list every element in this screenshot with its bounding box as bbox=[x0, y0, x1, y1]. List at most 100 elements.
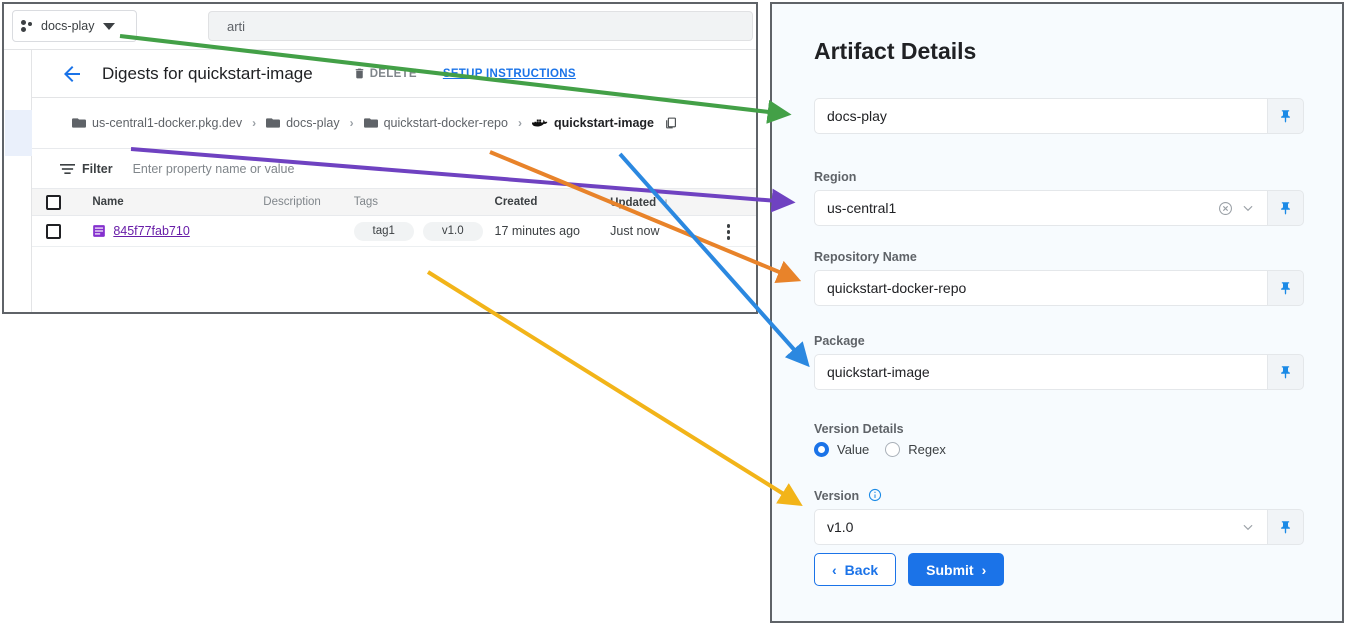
delete-button-label: DELETE bbox=[369, 67, 417, 80]
digests-table: Name Description Tags Created Updated ↓ bbox=[32, 188, 756, 247]
artifact-details-panel: Artifact Details docs-play Region us-cen… bbox=[770, 2, 1344, 623]
project-dots-icon bbox=[21, 19, 35, 33]
radio-regex-label: Regex bbox=[908, 442, 946, 457]
breadcrumb-item-repository[interactable]: quickstart-docker-repo bbox=[363, 116, 508, 130]
clear-icon[interactable] bbox=[1218, 201, 1233, 216]
radio-value-label: Value bbox=[837, 442, 870, 457]
column-header-name[interactable]: Name bbox=[92, 188, 264, 216]
delete-button[interactable]: DELETE bbox=[353, 66, 417, 81]
package-field-pin-button[interactable] bbox=[1268, 354, 1304, 390]
project-field-input[interactable]: docs-play bbox=[814, 98, 1268, 134]
column-header-updated-label: Updated bbox=[610, 197, 657, 209]
page-title: Digests for quickstart-image bbox=[102, 63, 313, 83]
digest-link[interactable]: 845f77fab710 bbox=[113, 224, 190, 238]
region-field-value: us-central1 bbox=[827, 200, 897, 216]
chevron-down-icon[interactable] bbox=[1241, 201, 1255, 215]
filter-input[interactable]: Enter property name or value bbox=[132, 161, 295, 176]
pin-icon bbox=[1281, 281, 1290, 295]
tag-chip[interactable]: v1.0 bbox=[422, 221, 483, 241]
version-field-block: Version v1.0 bbox=[814, 488, 1304, 545]
row-menu-cell bbox=[720, 215, 756, 247]
info-icon[interactable] bbox=[868, 488, 882, 502]
region-field-label: Region bbox=[814, 170, 857, 184]
breadcrumb-separator: › bbox=[252, 116, 257, 130]
version-field-value: v1.0 bbox=[827, 519, 854, 535]
setup-instructions-label: SETUP INSTRUCTIONS bbox=[442, 67, 576, 80]
back-button[interactable]: ‹ Back bbox=[814, 553, 897, 586]
region-field-pin-button[interactable] bbox=[1268, 190, 1304, 226]
console-content: Digests for quickstart-image DELETE SETU… bbox=[32, 50, 756, 312]
row-name-cell: 845f77fab710 bbox=[92, 215, 264, 247]
form-button-row: ‹ Back Submit › bbox=[814, 553, 1005, 586]
radio-option-value[interactable]: Value bbox=[814, 442, 869, 457]
back-arrow-icon[interactable] bbox=[60, 62, 84, 86]
breadcrumb-item-image[interactable]: quickstart-image bbox=[531, 116, 654, 130]
project-field-block: docs-play bbox=[814, 98, 1304, 134]
repository-field-input[interactable]: quickstart-docker-repo bbox=[814, 270, 1268, 306]
submit-button[interactable]: Submit › bbox=[908, 553, 1005, 586]
row-checkbox[interactable] bbox=[46, 223, 61, 239]
version-details-label: Version Details bbox=[814, 422, 904, 436]
version-field-label-row: Version bbox=[814, 488, 1304, 503]
package-field-block: Package quickstart-image bbox=[814, 334, 1304, 390]
radio-regex-indicator bbox=[885, 442, 901, 457]
page-header-actions: DELETE SETUP INSTRUCTIONS bbox=[353, 66, 576, 81]
column-header-created[interactable]: Created bbox=[494, 188, 611, 216]
setup-instructions-link[interactable]: SETUP INSTRUCTIONS bbox=[443, 68, 576, 80]
version-field-input[interactable]: v1.0 bbox=[814, 509, 1268, 545]
version-field-label: Version bbox=[814, 489, 860, 503]
chevron-down-icon[interactable] bbox=[1241, 520, 1255, 534]
project-field-value: docs-play bbox=[827, 108, 887, 124]
region-field-block: Region us-central1 bbox=[814, 170, 1304, 226]
breadcrumb-item-project[interactable]: docs-play bbox=[266, 116, 340, 130]
pin-icon bbox=[1281, 201, 1290, 215]
docker-icon bbox=[531, 119, 548, 127]
chevron-down-icon bbox=[102, 22, 115, 30]
sort-descending-icon: ↓ bbox=[663, 195, 670, 209]
breadcrumb-label: docs-play bbox=[286, 116, 340, 130]
repository-field-block: Repository Name quickstart-docker-repo bbox=[814, 250, 1304, 306]
folder-icon bbox=[363, 118, 378, 128]
search-input[interactable]: arti bbox=[208, 11, 753, 41]
back-button-label: Back bbox=[844, 561, 879, 578]
breadcrumb-label: us-central1-docker.pkg.dev bbox=[92, 116, 243, 130]
submit-button-label: Submit bbox=[926, 561, 974, 578]
breadcrumb-label: quickstart-docker-repo bbox=[383, 116, 508, 130]
column-header-updated[interactable]: Updated ↓ bbox=[610, 188, 721, 216]
breadcrumb-item-host[interactable]: us-central1-docker.pkg.dev bbox=[72, 116, 242, 130]
repository-field-pin-button[interactable] bbox=[1268, 270, 1304, 306]
tag-chip[interactable]: tag1 bbox=[353, 221, 414, 241]
package-field-label: Package bbox=[814, 334, 865, 348]
radio-option-regex[interactable]: Regex bbox=[885, 442, 946, 457]
cloud-console-panel: docs-play arti Digests for quickstart-im… bbox=[2, 2, 758, 314]
folder-icon bbox=[72, 118, 86, 128]
select-all-checkbox[interactable] bbox=[46, 194, 61, 210]
filter-icon[interactable] bbox=[60, 163, 75, 175]
package-field-input[interactable]: quickstart-image bbox=[814, 354, 1268, 390]
table-header-row: Name Description Tags Created Updated ↓ bbox=[32, 188, 756, 216]
search-input-value: arti bbox=[227, 18, 246, 34]
console-topbar: docs-play arti bbox=[4, 4, 756, 50]
breadcrumb-separator: › bbox=[349, 116, 354, 130]
back-button-chevron: ‹ bbox=[832, 561, 837, 578]
column-header-menu bbox=[720, 188, 756, 216]
radio-value-indicator bbox=[814, 442, 829, 457]
project-chip-label: docs-play bbox=[41, 19, 95, 33]
version-details-block: Version Details Value Regex bbox=[814, 422, 1304, 457]
project-field-pin-button[interactable] bbox=[1268, 98, 1304, 134]
version-field-pin-button[interactable] bbox=[1268, 509, 1304, 545]
rail-active-indicator[interactable] bbox=[5, 110, 32, 156]
copy-icon[interactable] bbox=[664, 116, 677, 130]
breadcrumb: us-central1-docker.pkg.dev › docs-play ›… bbox=[32, 98, 756, 148]
row-tags-cell: tag1 v1.0 bbox=[353, 215, 495, 247]
column-header-tags[interactable]: Tags bbox=[353, 188, 495, 216]
project-selector-chip[interactable]: docs-play bbox=[12, 10, 137, 42]
column-header-description[interactable]: Description bbox=[263, 188, 354, 216]
version-details-radio-group: Value Regex bbox=[814, 442, 1304, 457]
filter-bar: Filter Enter property name or value bbox=[32, 148, 756, 188]
trash-icon bbox=[355, 68, 363, 79]
region-field-input[interactable]: us-central1 bbox=[814, 190, 1268, 226]
image-digest-icon bbox=[93, 225, 106, 237]
